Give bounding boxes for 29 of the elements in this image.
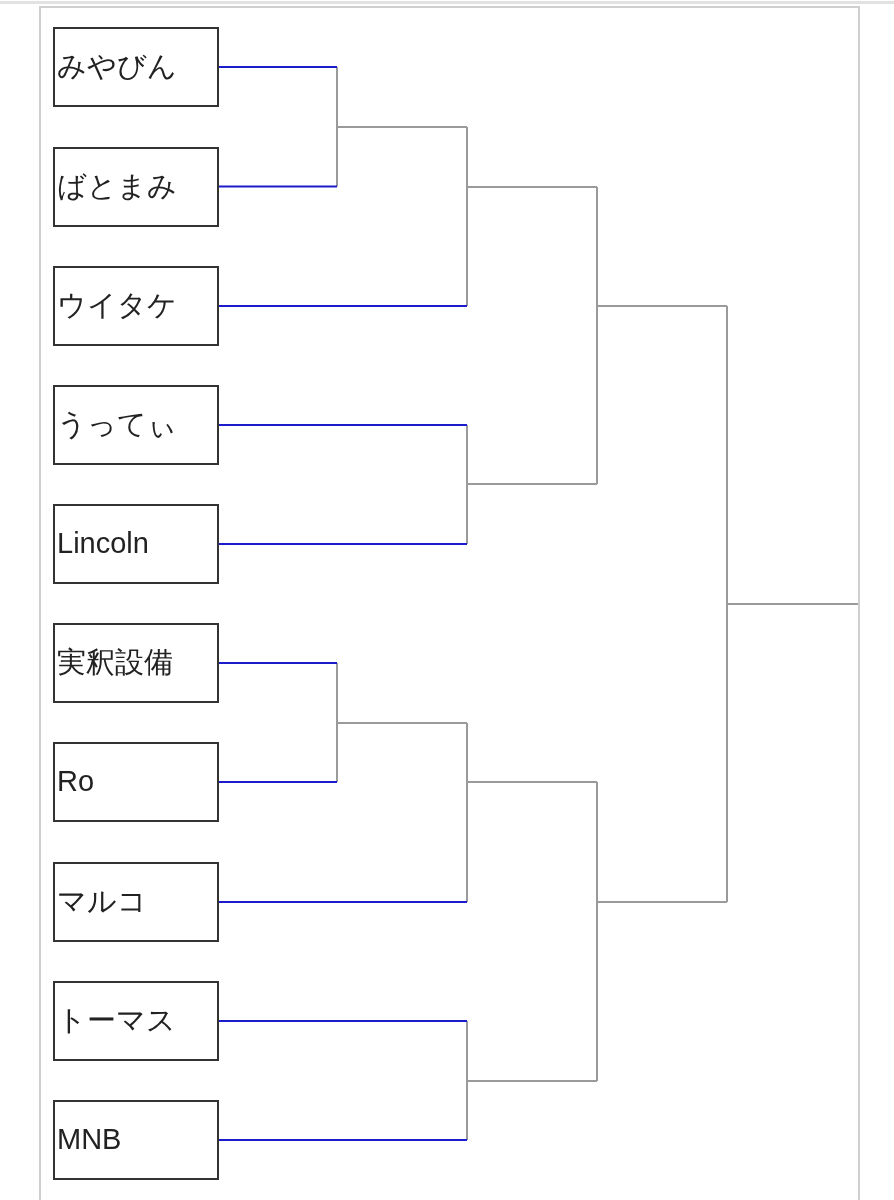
bracket-line [596, 186, 728, 485]
name-box: ばとまみ [53, 146, 219, 227]
bracket-line [466, 126, 598, 307]
bracket-line [336, 66, 468, 188]
bracket-line [466, 722, 598, 903]
bracket-line [596, 781, 728, 1082]
connector-line [219, 780, 337, 784]
connector-line [219, 1138, 467, 1142]
connector-line [219, 661, 337, 665]
name-box: うってぃ [53, 385, 219, 465]
connector-line [219, 304, 467, 308]
name-box: Ro [53, 742, 219, 822]
bracket-line [466, 1020, 598, 1141]
name-box: 実釈設備 [53, 623, 219, 703]
connector-line [219, 423, 467, 427]
connector-line [219, 1019, 467, 1023]
name-box: マルコ [53, 862, 219, 942]
connector-line [219, 65, 337, 69]
connector-line [219, 900, 467, 904]
name-box: みやびん [53, 27, 219, 107]
name-box: MNB [53, 1100, 219, 1180]
connector-line [219, 185, 337, 188]
name-box: ウイタケ [53, 266, 219, 346]
name-box: Lincoln [53, 504, 219, 584]
name-box: トーマス [53, 981, 219, 1061]
bracket-line [466, 424, 598, 545]
connector-line [219, 542, 467, 546]
bracket-line [726, 305, 859, 903]
bracket-line [336, 662, 468, 783]
